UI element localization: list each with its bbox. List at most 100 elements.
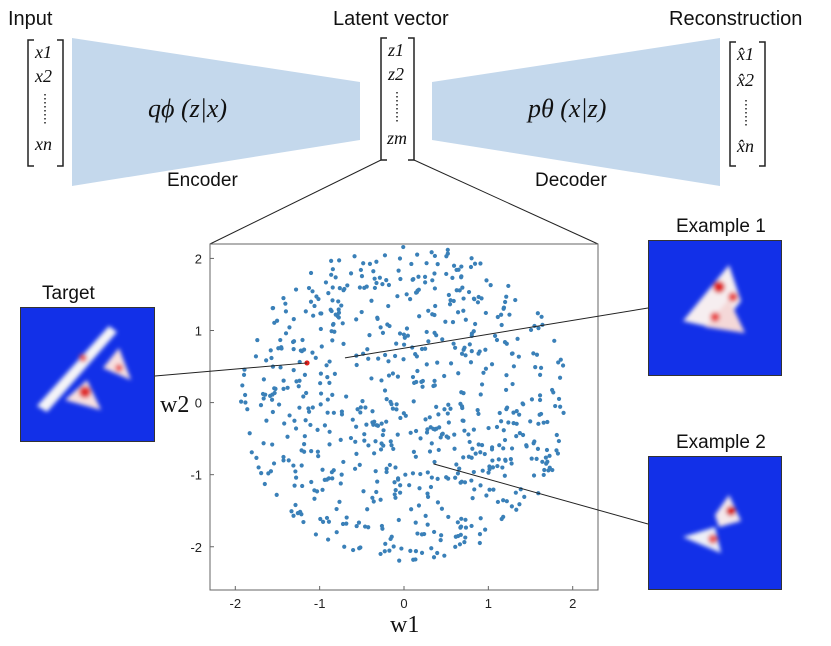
latent-point bbox=[365, 507, 370, 512]
latent-point bbox=[432, 529, 437, 535]
latent-point bbox=[292, 483, 297, 488]
latent-point bbox=[272, 390, 277, 396]
latent-point bbox=[358, 267, 363, 273]
latent-point bbox=[534, 352, 540, 357]
latent-point bbox=[456, 267, 461, 272]
latent-point bbox=[339, 303, 344, 308]
latent-point bbox=[558, 404, 563, 409]
x-tick-label: 1 bbox=[485, 596, 492, 611]
latent-point bbox=[557, 375, 563, 380]
latent-point bbox=[411, 557, 416, 562]
latent-point bbox=[273, 386, 278, 391]
latent-point bbox=[446, 514, 451, 520]
latent-point bbox=[382, 388, 388, 393]
latent-point bbox=[442, 373, 447, 379]
latent-point bbox=[316, 296, 321, 302]
latent-point bbox=[492, 333, 498, 338]
latent-point bbox=[478, 261, 483, 266]
latent-point bbox=[396, 268, 401, 273]
latent-point bbox=[423, 346, 428, 351]
latent-point bbox=[372, 285, 378, 291]
latent-point bbox=[320, 519, 326, 524]
latent-point bbox=[494, 337, 500, 343]
latent-point bbox=[269, 397, 275, 402]
latent-point bbox=[446, 435, 451, 440]
latent-point bbox=[432, 253, 438, 259]
latent-point bbox=[429, 250, 434, 255]
latent-point bbox=[398, 483, 403, 488]
latent-point bbox=[318, 516, 323, 522]
latent-point bbox=[384, 419, 389, 424]
latent-point bbox=[266, 471, 271, 476]
latent-point bbox=[522, 494, 527, 499]
latent-point bbox=[490, 458, 495, 463]
latent-point bbox=[335, 313, 340, 319]
latent-point bbox=[461, 296, 466, 301]
latent-point bbox=[420, 384, 425, 389]
latent-point bbox=[348, 271, 354, 276]
latent-point bbox=[384, 397, 389, 402]
latent-point bbox=[427, 415, 432, 420]
latent-point bbox=[375, 479, 380, 484]
latent-point bbox=[384, 278, 389, 283]
latent-point bbox=[337, 286, 342, 291]
latent-point bbox=[401, 244, 406, 250]
latent-point bbox=[553, 403, 558, 409]
latent-point bbox=[463, 317, 468, 322]
latent-point bbox=[463, 517, 468, 522]
latent-point bbox=[504, 373, 509, 378]
latent-point bbox=[384, 466, 389, 471]
latent-point bbox=[429, 546, 434, 551]
latent-point bbox=[554, 448, 559, 453]
latent-point bbox=[415, 288, 420, 293]
latent-point bbox=[447, 302, 453, 307]
latent-point bbox=[283, 309, 289, 314]
latent-point bbox=[529, 397, 535, 402]
latent-point bbox=[404, 292, 409, 297]
x-axis-label: w1 bbox=[390, 612, 420, 638]
latent-point bbox=[501, 428, 506, 433]
latent-point bbox=[451, 298, 456, 304]
latent-point bbox=[496, 457, 501, 462]
latent-point bbox=[537, 393, 543, 398]
latent-point bbox=[338, 437, 343, 442]
latent-point bbox=[388, 399, 393, 404]
latent-point bbox=[495, 314, 500, 320]
latent-point bbox=[393, 465, 398, 470]
latent-point bbox=[326, 537, 331, 542]
latent-point bbox=[282, 421, 287, 426]
latent-point bbox=[318, 402, 323, 407]
latent-point bbox=[392, 492, 397, 497]
latent-point bbox=[531, 351, 536, 356]
latent-point bbox=[479, 296, 484, 301]
latent-point bbox=[533, 365, 538, 370]
latent-point bbox=[253, 354, 259, 359]
latent-point bbox=[264, 358, 269, 363]
latent-point bbox=[486, 425, 491, 431]
latent-point bbox=[278, 337, 283, 343]
latent-point bbox=[511, 410, 516, 415]
latent-point bbox=[360, 399, 365, 404]
latent-point bbox=[377, 275, 382, 280]
latent-point bbox=[461, 391, 466, 396]
y-tick-label: 1 bbox=[195, 324, 202, 339]
latent-point bbox=[444, 271, 449, 277]
x-tick-label: -2 bbox=[230, 596, 242, 611]
latent-point bbox=[302, 434, 307, 439]
latent-point bbox=[477, 532, 483, 537]
latent-point bbox=[409, 507, 414, 512]
latent-point bbox=[329, 329, 334, 334]
latent-point bbox=[471, 469, 476, 475]
latent-point bbox=[469, 523, 474, 529]
latent-point bbox=[392, 480, 397, 485]
latent-point bbox=[369, 298, 374, 303]
latent-point bbox=[285, 434, 290, 439]
latent-point bbox=[501, 514, 506, 519]
latent-point bbox=[340, 521, 346, 527]
latent-point bbox=[547, 465, 552, 470]
latent-point bbox=[436, 412, 441, 417]
latent-point bbox=[442, 553, 447, 558]
latent-point bbox=[446, 402, 451, 407]
latent-point bbox=[452, 446, 457, 451]
